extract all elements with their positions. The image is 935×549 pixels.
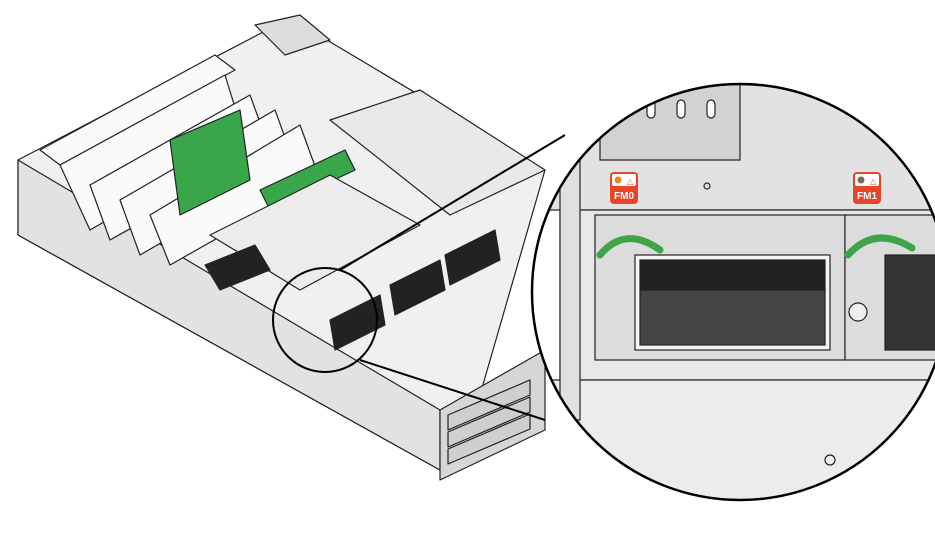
warning-icon: △: [870, 177, 877, 186]
riser-board: [169, 109, 251, 216]
screw-icon: [848, 302, 868, 322]
fan-handle-fm0[interactable]: [596, 235, 664, 259]
air-baffle: [329, 89, 546, 216]
fm1-label: FM1: [857, 191, 877, 202]
fan-label-fm1: △ FM1: [853, 172, 881, 204]
magnified-view: △ FM0 △ FM1: [530, 82, 935, 502]
fm0-label: FM0: [614, 191, 634, 202]
power-supply: [254, 14, 331, 56]
status-led-icon: [857, 176, 865, 184]
fan-handle-fm1[interactable]: [844, 234, 916, 259]
status-led-icon: [614, 176, 622, 184]
motherboard-strip: [259, 149, 356, 211]
fan-label-fm0: △ FM0: [610, 172, 638, 204]
server-chassis: [17, 14, 546, 481]
warning-icon: △: [627, 177, 634, 186]
battery: [204, 244, 271, 291]
magnifier-callout: [272, 134, 566, 421]
fan-modules: [329, 229, 501, 351]
